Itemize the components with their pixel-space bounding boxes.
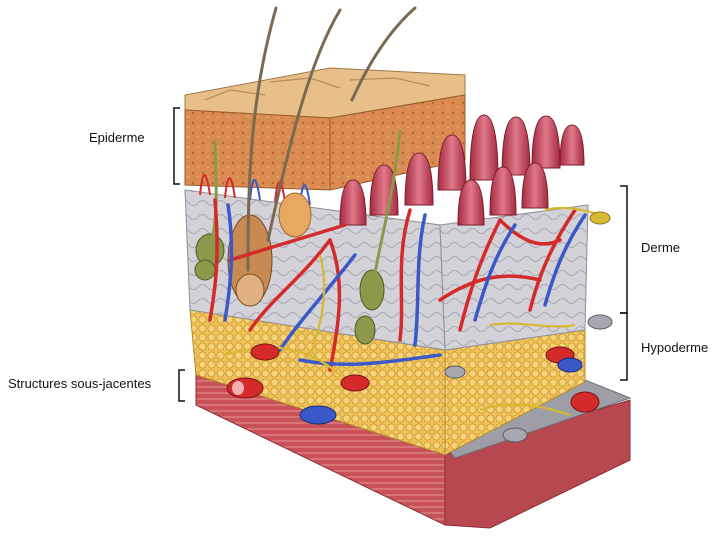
- hair-shafts: [246, 6, 417, 272]
- dermal-papillae: [339, 114, 585, 226]
- veins: [223, 203, 587, 367]
- bracket-epiderme: [173, 107, 180, 185]
- muscle-layer-right: [444, 399, 631, 529]
- nerves: [224, 206, 601, 417]
- bracket-structures: [178, 369, 185, 402]
- label-epiderme: Epiderme: [89, 130, 145, 145]
- label-hypoderme: Hypoderme: [641, 340, 709, 355]
- vessel-cross-sections: [226, 211, 613, 443]
- label-derme: Derme: [641, 240, 681, 255]
- arteries: [208, 198, 577, 372]
- capillary-loops: [199, 174, 311, 206]
- label-structures-sous-jacentes: Structures sous-jacentes: [8, 376, 152, 391]
- hair-follicle: [227, 192, 312, 307]
- bracket-derme: [620, 185, 628, 314]
- bracket-hypoderme: [620, 312, 628, 381]
